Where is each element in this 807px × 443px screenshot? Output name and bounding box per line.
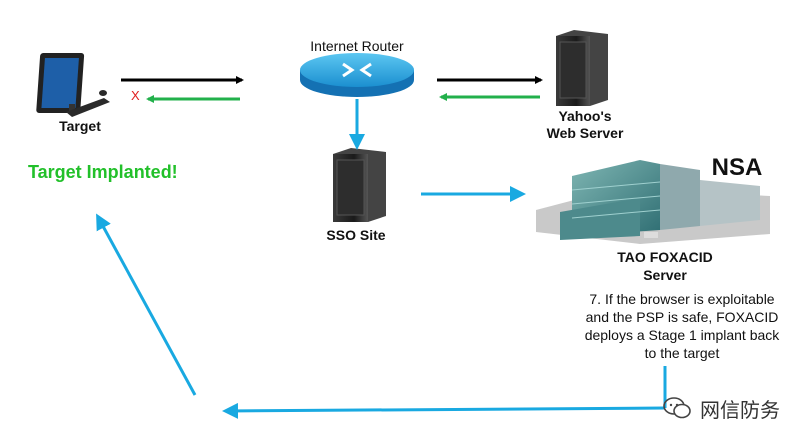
implant-path-bottom-arrow [222,402,666,419]
foxacid-server-label-line1: TAO FOXACID [617,249,713,265]
step-note-line3: deploys a Stage 1 implant back [584,327,780,343]
step-note-line2: and the PSP is safe, FOXACID [585,309,779,325]
sso-site-label: SSO Site [326,227,386,243]
yahoo-server-icon [556,30,608,106]
yahoo-server-label-line2: Web Server [546,125,624,141]
foxacid-server-label-line2: Server [643,267,687,283]
blocked-marker: X [131,88,140,103]
nsa-building-icon [536,160,770,244]
nsa-label: NSA [711,154,763,181]
chat-bubble-icon [663,397,691,419]
step-note-line4: to the target [644,345,720,361]
router-label: Internet Router [310,38,404,54]
implant-path-to-target-arrow [96,213,197,396]
watermark: 网信防务 [662,390,802,426]
target-label: Target [59,118,101,134]
step-note-line1: 7. If the browser is exploitable [589,291,775,307]
target-computer-icon [36,53,110,117]
status-text: Target Implanted! [28,162,178,182]
yahoo-server-label-line1: Yahoo's [558,108,612,124]
router-icon [300,53,414,97]
watermark-text: 网信防务 [700,397,780,422]
sso-server-icon [333,148,386,222]
